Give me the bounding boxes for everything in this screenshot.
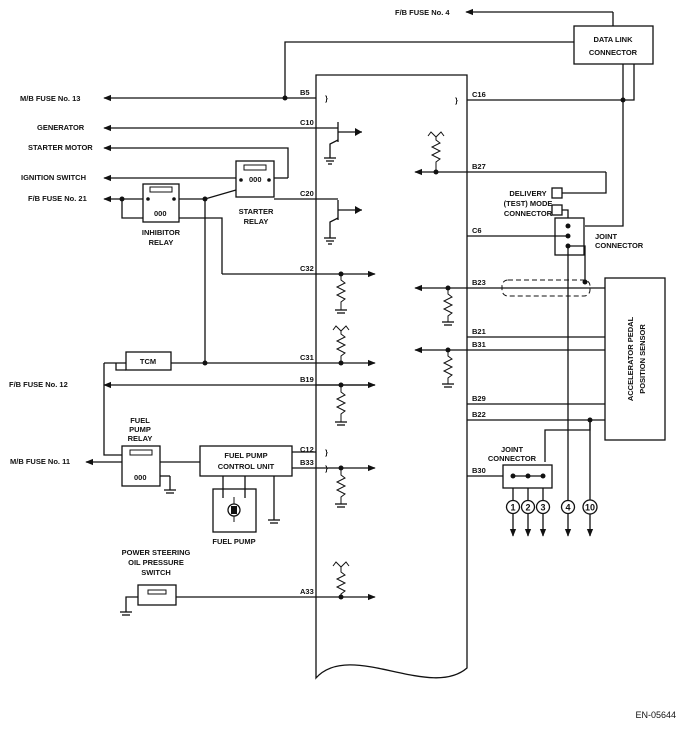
delivery-label-1: DELIVERY (509, 189, 546, 198)
svg-text:3: 3 (540, 503, 545, 513)
fuel-pump-relay-label-3: RELAY (128, 434, 153, 443)
fuel-pump-relay-label-1: FUEL (130, 416, 150, 425)
mb-fuse-11-label: M/B FUSE No. 11 (10, 457, 70, 466)
pin-b30: B30 (472, 466, 486, 475)
delivery-connector-pin-1 (551, 187, 563, 199)
figure-code: EN-05644 (635, 710, 676, 720)
fb-fuse-4-label: F/B FUSE No. 4 (395, 8, 450, 17)
output-3: 3 (535, 499, 551, 537)
accelerator-pedal-sensor (604, 277, 666, 441)
pin-b19: B19 (300, 375, 314, 384)
ps-switch (137, 584, 177, 606)
output-1: 1 (505, 499, 521, 537)
fb-fuse-21-label: F/B FUSE No. 21 (28, 194, 87, 203)
pin-b21: B21 (472, 327, 486, 336)
svg-text:10: 10 (585, 503, 595, 513)
inhibitor-relay-coil: 000 (154, 209, 167, 218)
tcm-label: TCM (140, 357, 156, 366)
inhibitor-relay-label-2: RELAY (149, 238, 174, 247)
pin-c12: C12 (300, 445, 314, 454)
pin-c32: C32 (300, 264, 314, 273)
fuel-pump-control-unit (199, 445, 293, 477)
inhibitor-relay (142, 183, 180, 223)
data-link-connector (573, 25, 654, 65)
svg-text:}: } (325, 448, 328, 457)
pin-c16: C16 (472, 90, 486, 99)
inhibitor-relay-label-1: INHIBITOR (142, 228, 181, 237)
fuel-pump-relay (121, 445, 161, 487)
pin-b29: B29 (472, 394, 486, 403)
delivery-connector-pin-2 (551, 204, 563, 216)
output-10: 10 (582, 499, 598, 537)
pin-a33: A33 (300, 587, 314, 596)
joint-bottom-label-1: JOINT (501, 445, 524, 454)
starter-motor-label: STARTER MOTOR (28, 143, 93, 152)
ps-switch-label-2: OIL PRESSURE (128, 558, 184, 567)
svg-text:1: 1 (510, 503, 515, 513)
svg-text:}: } (325, 464, 328, 473)
fuel-pump-relay-label-2: PUMP (129, 425, 151, 434)
joint-right-label-2: CONNECTOR (595, 241, 644, 250)
starter-relay-coil: 000 (249, 175, 262, 184)
svg-text:4: 4 (565, 503, 570, 513)
joint-right-label-1: JOINT (595, 232, 618, 241)
data-link-connector-label-1: DATA LINK (593, 35, 633, 44)
pin-c6: C6 (472, 226, 482, 235)
pin-b5: B5 (300, 88, 310, 97)
accel-label-2: POSITION SENSOR (638, 324, 647, 394)
fb-fuse-12-label: F/B FUSE No. 12 (9, 380, 68, 389)
starter-relay-label-1: STARTER (239, 207, 274, 216)
pin-b33: B33 (300, 458, 314, 467)
ps-switch-label-3: SWITCH (141, 568, 171, 577)
svg-text:}: } (455, 96, 458, 105)
mb-fuse-13-label: M/B FUSE No. 13 (20, 94, 80, 103)
fpcu-label-2: CONTROL UNIT (218, 462, 275, 471)
pin-c31: C31 (300, 353, 314, 362)
ps-switch-label-1: POWER STEERING (122, 548, 191, 557)
pin-b23: B23 (472, 278, 486, 287)
output-4: 4 (560, 499, 576, 537)
accel-label-1: ACCELERATOR PEDAL (626, 316, 635, 401)
delivery-label-2: (TEST) MODE (504, 199, 553, 208)
ignition-switch-label: IGNITION SWITCH (21, 173, 86, 182)
pin-b27: B27 (472, 162, 486, 171)
shield-b23 (501, 279, 591, 297)
delivery-label-3: CONNECTOR (504, 209, 553, 218)
output-2: 2 (520, 499, 536, 537)
fuel-pump-label: FUEL PUMP (212, 537, 255, 546)
starter-relay-label-2: RELAY (244, 217, 269, 226)
pin-b22: B22 (472, 410, 486, 419)
pin-b31: B31 (472, 340, 486, 349)
fpcu-label-1: FUEL PUMP (224, 451, 267, 460)
data-link-connector-label-2: CONNECTOR (589, 48, 638, 57)
pin-c20: C20 (300, 189, 314, 198)
ecm-outline (315, 74, 468, 680)
svg-text:2: 2 (525, 503, 530, 513)
tcm-box (125, 351, 172, 371)
joint-bottom-label-2: CONNECTOR (488, 454, 537, 463)
svg-text:}: } (325, 94, 328, 103)
pin-c10: C10 (300, 118, 314, 127)
fuel-pump-relay-coil: 000 (134, 473, 147, 482)
generator-label: GENERATOR (37, 123, 85, 132)
